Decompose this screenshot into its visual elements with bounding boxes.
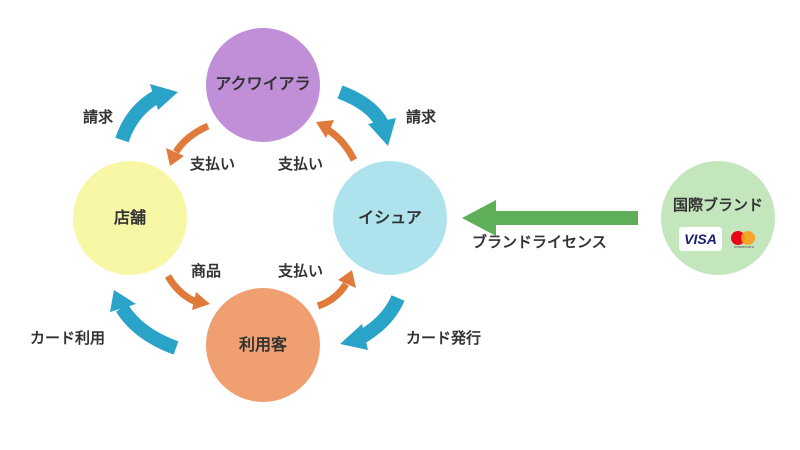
payment-issuer-acq-label: 支払い [278, 155, 324, 173]
brand-node [661, 161, 775, 275]
request-right-arrow [337, 85, 396, 146]
acquirer-node [206, 28, 320, 142]
brand-license-arrow [462, 200, 638, 236]
merchant-node [73, 161, 187, 275]
payment-issuer-acq-arrow [316, 120, 358, 162]
payment-acq-merchant-label: 支払い [190, 155, 236, 173]
request-left-label: 請求 [83, 108, 114, 126]
brand-label: 国際ブランド [672, 196, 763, 214]
payment-acq-merchant-arrow [166, 122, 210, 166]
payment-user-issuer-arrow [316, 270, 356, 310]
product-arrow [164, 274, 210, 310]
issuer-node [333, 161, 447, 275]
payment-user-issuer-label: 支払い [278, 262, 324, 280]
product-label: 商品 [191, 262, 222, 280]
visa-card: VISA [679, 227, 722, 251]
card-use-arrow [110, 290, 179, 355]
request-right-label: 請求 [406, 108, 437, 126]
issuer-label: イシュア [358, 208, 422, 227]
mastercard-logo [731, 231, 755, 245]
mastercard-card: mastercard [726, 227, 762, 251]
visa-logo-text: VISA [684, 231, 717, 247]
request-left-arrow [115, 84, 178, 143]
brand-license-label: ブランドライセンス [472, 233, 607, 251]
card-use-label: カード利用 [30, 329, 106, 347]
mastercard-caption: mastercard [733, 244, 754, 249]
card-issue-arrow [340, 295, 405, 350]
card-issue-label: カード発行 [406, 329, 482, 347]
user-node [206, 288, 320, 402]
acquirer-label: アクワイアラ [215, 74, 311, 93]
merchant-label: 店舗 [113, 208, 146, 227]
user-label: 利用客 [238, 335, 287, 354]
